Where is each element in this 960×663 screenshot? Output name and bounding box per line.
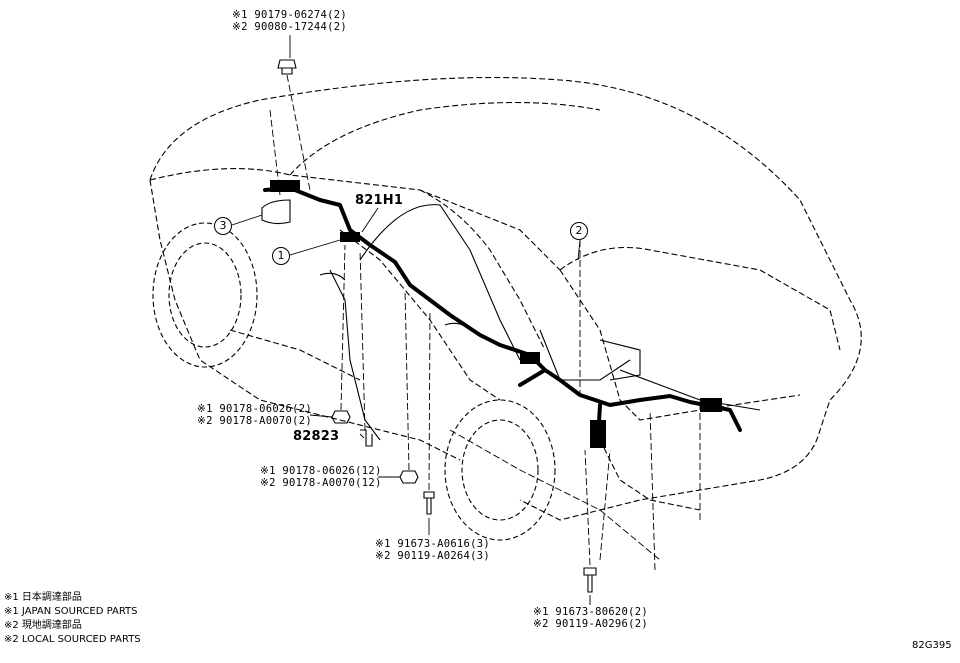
note-japan-en: ※1 JAPAN SOURCED PARTS <box>4 606 138 617</box>
harness-connectors <box>270 180 722 448</box>
wire-harness-821h1 <box>263 186 742 442</box>
side-mirror <box>261 199 291 225</box>
note-local-jp: ※2 現地調達部品 <box>4 620 82 631</box>
part-number-local: ※2 90119-A0264(3) <box>375 550 491 562</box>
top-clip-label: ※1 90179-06274(2) ※2 90080-17244(2) <box>232 9 347 33</box>
part-number-japan: ※1 91673-A0616(3) <box>375 538 491 550</box>
part-number-japan: ※1 90179-06274(2) <box>232 9 348 21</box>
clamp-part-label: 82823 <box>293 429 340 444</box>
mid-nut-label: ※1 90178-06026(2) ※2 90178-A0070(2) <box>197 403 312 427</box>
bolt-icon <box>423 491 435 515</box>
part-number-japan: ※1 90178-06026(2) <box>197 403 313 415</box>
part-number-local: ※2 90178-A0070(12) <box>260 477 382 489</box>
callout-2: 2 <box>570 222 588 240</box>
center-bolt-label: ※1 91673-A0616(3) ※2 90119-A0264(3) <box>375 538 490 562</box>
note-japan-jp: ※1 日本調達部品 <box>4 592 82 603</box>
part-number-local: ※2 90119-A0296(2) <box>533 618 649 630</box>
note-local-en: ※2 LOCAL SOURCED PARTS <box>4 634 141 645</box>
lower-nut-label: ※1 90178-06026(12) ※2 90178-A0070(12) <box>260 465 382 489</box>
footnotes: ※1 日本調達部品 ※1 JAPAN SOURCED PARTS ※2 現地調達… <box>4 591 141 647</box>
part-number-japan: ※1 91673-80620(2) <box>533 606 649 618</box>
nut-icon <box>331 410 351 424</box>
rear-wheel <box>444 399 556 541</box>
figure-id: 82G395 <box>912 640 952 651</box>
part-number-local: ※2 90178-A0070(2) <box>197 415 313 427</box>
part-number-japan: ※1 90178-06026(12) <box>260 465 382 477</box>
callout-3: 3 <box>214 217 232 235</box>
callout-1: 1 <box>272 247 290 265</box>
rear-bolt-label: ※1 91673-80620(2) ※2 90119-A0296(2) <box>533 606 648 630</box>
callout-leaders <box>231 35 591 605</box>
harness-part-label: 821H1 <box>355 193 404 208</box>
leader-lines <box>269 74 701 571</box>
clip-icon <box>277 59 297 75</box>
part-number-local: ※2 90080-17244(2) <box>232 21 348 33</box>
front-wheel <box>152 222 258 368</box>
bolt-icon <box>583 567 597 593</box>
clamp-icon <box>360 429 373 447</box>
nut-icon <box>399 470 419 484</box>
